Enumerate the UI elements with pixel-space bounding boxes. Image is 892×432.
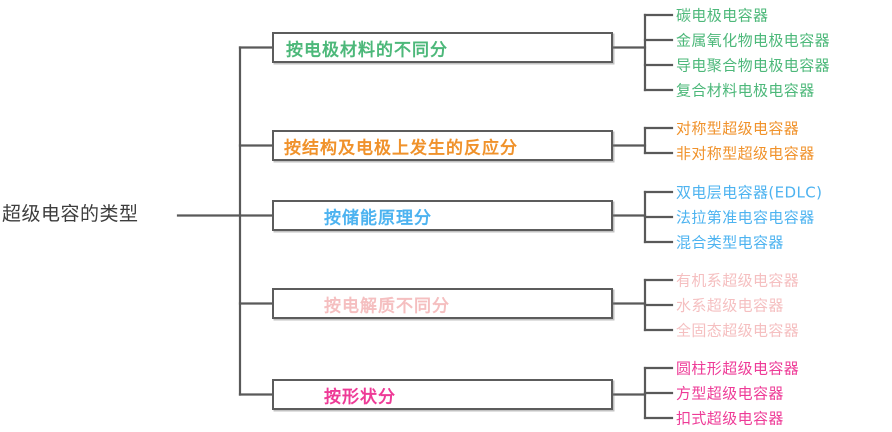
leaf-label[interactable]: 扣式超级电容器 xyxy=(676,409,784,428)
leaf-label[interactable]: 混合类型电容器 xyxy=(676,233,784,252)
leaf-label[interactable]: 方型超级电容器 xyxy=(676,384,784,403)
category-box[interactable]: 按结构及电极上发生的反应分 xyxy=(272,130,613,161)
category-box[interactable]: 按电极材料的不同分 xyxy=(272,32,613,63)
category-box[interactable]: 按形状分 xyxy=(272,379,613,410)
leaf-label[interactable]: 对称型超级电容器 xyxy=(676,119,800,138)
leaf-label[interactable]: 水系超级电容器 xyxy=(676,296,784,315)
leaf-label[interactable]: 碳电极电容器 xyxy=(676,6,769,25)
category-label: 按电极材料的不同分 xyxy=(286,40,448,60)
leaf-label[interactable]: 圆柱形超级电容器 xyxy=(676,359,800,378)
leaf-label[interactable]: 复合材料电极电容器 xyxy=(676,81,815,100)
leaf-label[interactable]: 全固态超级电容器 xyxy=(676,321,800,340)
category-label: 按储能原理分 xyxy=(324,208,432,228)
leaf-label[interactable]: 有机系超级电容器 xyxy=(676,271,800,290)
leaf-label[interactable]: 非对称型超级电容器 xyxy=(676,144,815,163)
category-box[interactable]: 按电解质不同分 xyxy=(272,288,613,319)
category-label: 按形状分 xyxy=(324,387,396,407)
root-label: 超级电容的类型 xyxy=(2,203,139,225)
leaf-label[interactable]: 法拉第准电容电容器 xyxy=(676,208,815,227)
leaf-label[interactable]: 导电聚合物电极电容器 xyxy=(676,56,831,75)
category-box[interactable]: 按储能原理分 xyxy=(272,200,613,231)
leaf-label[interactable]: 双电层电容器(EDLC) xyxy=(676,183,823,202)
category-label: 按结构及电极上发生的反应分 xyxy=(284,138,518,158)
leaf-label[interactable]: 金属氧化物电极电容器 xyxy=(676,31,831,50)
category-label: 按电解质不同分 xyxy=(324,296,450,316)
